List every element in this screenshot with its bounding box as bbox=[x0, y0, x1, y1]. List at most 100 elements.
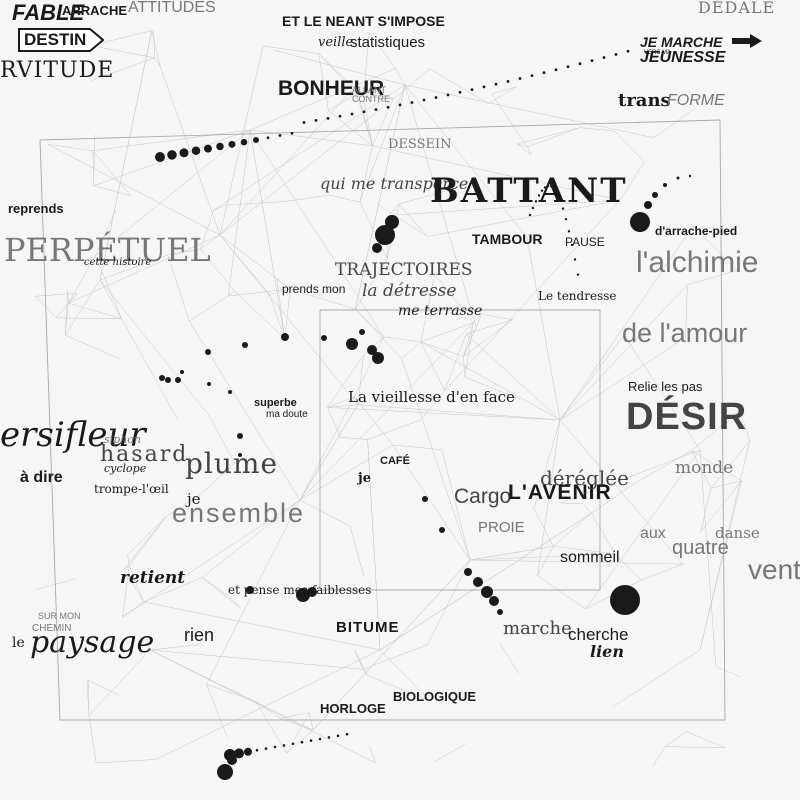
word-pause: PAUSE bbox=[565, 235, 605, 249]
web-line bbox=[527, 146, 532, 155]
ink-dot bbox=[372, 352, 384, 364]
ink-dot bbox=[439, 527, 445, 533]
web-line bbox=[328, 93, 357, 111]
web-line bbox=[357, 404, 561, 421]
web-line bbox=[309, 712, 314, 731]
ink-dot bbox=[398, 103, 402, 107]
web-line bbox=[299, 444, 394, 501]
word-servitude: RVITUDE bbox=[0, 58, 115, 83]
web-line bbox=[379, 512, 592, 651]
web-line bbox=[249, 129, 285, 339]
word-siphon: siphon bbox=[104, 433, 141, 446]
ink-dot bbox=[155, 152, 165, 162]
web-line bbox=[354, 650, 364, 670]
ink-dot bbox=[246, 586, 254, 594]
web-line bbox=[255, 701, 281, 719]
web-line bbox=[206, 684, 228, 738]
web-line bbox=[357, 355, 364, 405]
web-line bbox=[367, 675, 430, 701]
web-line bbox=[591, 512, 615, 554]
web-line bbox=[299, 499, 351, 527]
web-line bbox=[285, 194, 330, 202]
ink-dot bbox=[227, 755, 237, 765]
web-line bbox=[286, 712, 310, 754]
ink-dot bbox=[180, 370, 184, 374]
ink-dot bbox=[326, 116, 330, 120]
web-line bbox=[127, 516, 167, 555]
ink-dot bbox=[205, 349, 211, 355]
web-line bbox=[312, 559, 471, 731]
web-line bbox=[35, 292, 78, 297]
web-line bbox=[149, 649, 363, 670]
web-line bbox=[398, 189, 452, 205]
web-line bbox=[559, 334, 625, 421]
ink-dot bbox=[217, 764, 233, 780]
word-a-dire: à dire bbox=[20, 469, 63, 486]
web-line bbox=[219, 234, 291, 290]
web-line bbox=[329, 194, 360, 203]
web-line bbox=[614, 130, 645, 163]
web-line bbox=[151, 30, 161, 68]
web-line bbox=[328, 110, 373, 147]
word-jeunesse: JEUNESSE bbox=[640, 49, 726, 66]
web-line bbox=[619, 161, 645, 201]
web-line bbox=[153, 32, 156, 58]
web-line bbox=[404, 84, 655, 138]
ink-dot bbox=[266, 136, 270, 140]
web-line bbox=[537, 575, 586, 610]
web-line bbox=[463, 322, 474, 357]
ink-dot bbox=[663, 183, 667, 187]
web-line bbox=[699, 440, 751, 651]
ink-dot bbox=[614, 52, 618, 56]
web-line bbox=[560, 502, 584, 505]
word-je-1: je bbox=[187, 490, 201, 508]
web-line bbox=[96, 759, 157, 764]
web-line bbox=[537, 546, 554, 576]
word-detresse: la détresse bbox=[362, 281, 457, 301]
web-line bbox=[686, 731, 726, 748]
web-line bbox=[299, 322, 474, 501]
ink-dot bbox=[207, 382, 211, 386]
web-line bbox=[641, 563, 684, 581]
web-line bbox=[420, 341, 445, 391]
web-line bbox=[167, 248, 201, 256]
web-line bbox=[143, 577, 203, 603]
web-line bbox=[404, 84, 477, 328]
web-line bbox=[367, 419, 421, 440]
ink-dot bbox=[410, 101, 414, 104]
web-line bbox=[559, 284, 688, 421]
web-line bbox=[652, 746, 666, 767]
web-line bbox=[255, 701, 287, 754]
word-trajectoires: TRAJECTOIRES bbox=[335, 260, 473, 280]
web-line bbox=[363, 32, 370, 97]
ink-dot bbox=[159, 375, 165, 381]
web-line bbox=[149, 649, 314, 731]
web-line bbox=[401, 341, 421, 359]
ink-dot bbox=[281, 333, 289, 341]
web-line bbox=[86, 680, 89, 683]
web-line bbox=[392, 444, 442, 450]
web-line bbox=[202, 577, 241, 609]
web-line bbox=[213, 204, 226, 211]
web-line bbox=[355, 85, 373, 146]
web-line bbox=[122, 601, 144, 618]
web-line bbox=[710, 440, 751, 489]
ink-dot bbox=[204, 144, 212, 153]
web-line bbox=[434, 274, 474, 323]
web-line bbox=[585, 449, 701, 610]
web-line bbox=[155, 649, 381, 760]
ink-dot bbox=[359, 329, 365, 335]
web-line bbox=[441, 449, 471, 561]
web-line bbox=[369, 32, 396, 69]
web-line bbox=[228, 288, 291, 297]
web-line bbox=[200, 234, 221, 250]
ink-dot bbox=[374, 108, 378, 111]
web-line bbox=[388, 199, 621, 216]
web-line bbox=[517, 143, 532, 155]
web-line bbox=[359, 145, 373, 203]
web-line bbox=[202, 499, 301, 578]
ink-dot bbox=[549, 185, 553, 188]
ink-dot bbox=[626, 49, 630, 53]
ink-dot bbox=[546, 184, 550, 188]
